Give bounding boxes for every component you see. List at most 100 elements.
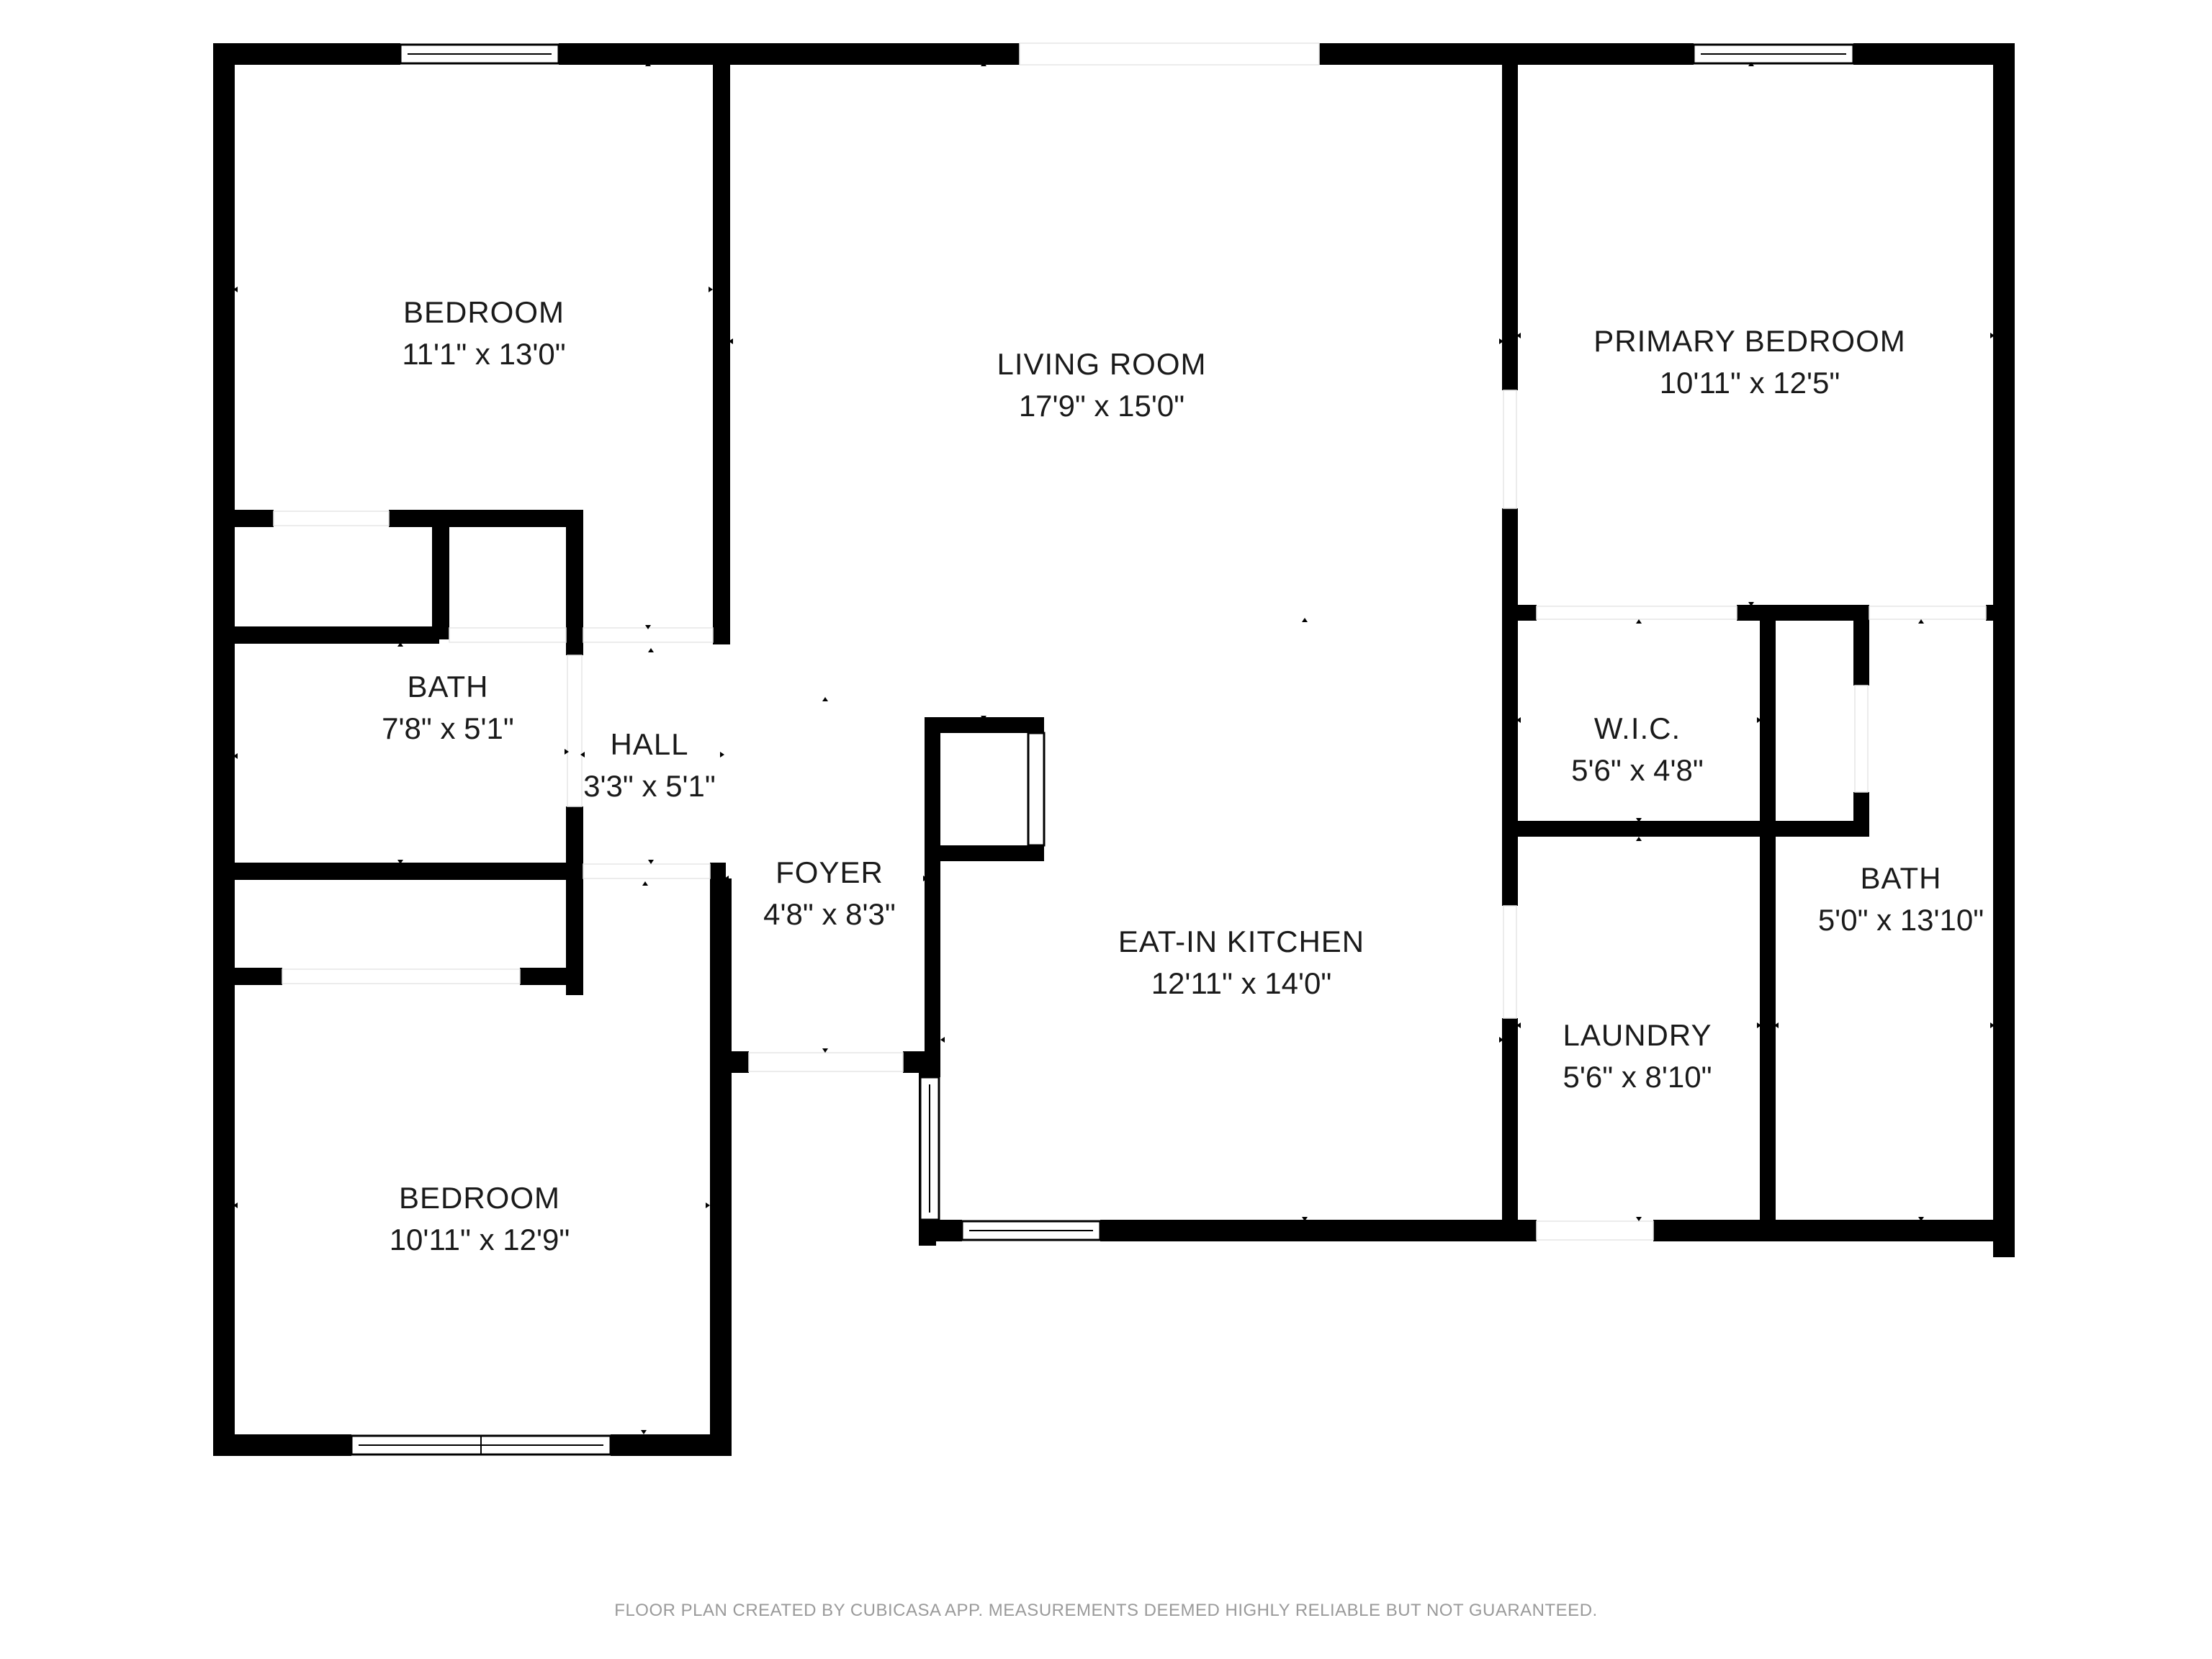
marker [233, 753, 238, 759]
dimension-markers [233, 62, 1995, 1434]
wall-closet-divider [432, 510, 449, 639]
wall-bath2-inner [1853, 605, 1869, 685]
marker [1499, 338, 1503, 344]
wall-bath1-right-lower [566, 806, 583, 995]
room-dimensions: 10'11" x 12'9" [390, 1223, 570, 1256]
doorway-closet2 [282, 968, 521, 984]
wall-closet-top-a [223, 510, 274, 527]
wall-bath2-top-right [1986, 605, 2015, 621]
wall-top-mid-left [559, 43, 1020, 65]
marker [1499, 1037, 1503, 1043]
room-name: BEDROOM [399, 1181, 560, 1215]
room-dimensions: 5'6" x 8'10" [1563, 1060, 1712, 1094]
marker [724, 876, 729, 881]
room-hall: HALL 3'3" x 5'1" [583, 727, 716, 803]
room-wic: W.I.C. 5'6" x 4'8" [1571, 711, 1704, 787]
room-name: BATH [408, 670, 489, 703]
marker [822, 697, 828, 701]
room-primary-bedroom: PRIMARY BEDROOM 10'11" x 12'5" [1593, 324, 1905, 400]
room-dimensions: 3'3" x 5'1" [583, 769, 716, 803]
doorway-bath2-side [1854, 685, 1869, 793]
room-dimensions: 4'8" x 8'3" [763, 897, 896, 931]
doorway-hall-left [567, 655, 583, 807]
room-name: BEDROOM [403, 295, 565, 329]
marker [397, 642, 403, 647]
marker [1757, 717, 1761, 723]
doorway-laundry [1503, 905, 1517, 1019]
wall-wic-right [1760, 605, 1776, 1241]
doorway-front [1019, 42, 1320, 66]
marker [923, 876, 927, 881]
marker [648, 860, 654, 864]
wall-foyer-bottom-left [720, 1051, 749, 1073]
doorways [273, 42, 1987, 1241]
wall-pantry-top [925, 717, 1044, 733]
marker [729, 338, 733, 344]
room-dimensions: 11'1" x 13'0" [402, 337, 565, 371]
wall-bath1-top [223, 626, 439, 644]
room-labels: BEDROOM 11'1" x 13'0" LIVING ROOM 17'9" … [382, 295, 1984, 1256]
room-name: LIVING ROOM [997, 347, 1206, 381]
window-kitchen-left [919, 1076, 940, 1221]
room-living-room: LIVING ROOM 17'9" x 15'0" [997, 347, 1206, 423]
marker [233, 287, 238, 292]
marker [981, 62, 986, 66]
room-dimensions: 17'9" x 15'0" [1019, 389, 1184, 423]
room-bedroom-2: BEDROOM 10'11" x 12'9" [390, 1181, 570, 1256]
marker [580, 752, 585, 757]
wall-primary-left-lower [1502, 508, 1518, 906]
wall-kitchen-bottom-c [1653, 1220, 2015, 1241]
room-dimensions: 7'8" x 5'1" [382, 711, 514, 745]
marker [645, 625, 651, 629]
marker [642, 881, 648, 886]
doorway-bath1 [449, 627, 567, 643]
marker [645, 62, 651, 66]
marker [1516, 333, 1521, 338]
room-name: HALL [610, 727, 688, 761]
marker [1918, 619, 1924, 624]
room-name: EAT-IN KITCHEN [1118, 925, 1364, 958]
window-bedroom2-bottom [350, 1434, 612, 1456]
room-name: W.I.C. [1594, 711, 1681, 745]
marker [565, 749, 569, 755]
marker [1990, 1022, 1995, 1028]
doorway-laundry-bottom [1536, 1220, 1654, 1241]
doorway-hall-top [583, 627, 714, 643]
room-bath-1: BATH 7'8" x 5'1" [382, 670, 514, 745]
marker [981, 716, 986, 720]
disclaimer-footer: FLOOR PLAN CREATED BY CUBICASA APP. MEAS… [614, 1601, 1597, 1620]
marker [1516, 717, 1521, 723]
wall-left-outer [213, 43, 235, 1455]
room-name: FOYER [775, 855, 884, 889]
room-name: BATH [1861, 861, 1942, 895]
marker [1774, 1022, 1779, 1028]
wall-pantry-bottom [925, 845, 1044, 861]
marker [720, 752, 724, 757]
wall-bedroom1-right [713, 58, 730, 644]
wall-wic-top-b [1737, 605, 1869, 621]
wall-right-outer [1993, 43, 2015, 1257]
windows [350, 43, 1855, 1456]
doorway-wic [1536, 606, 1737, 620]
marker [940, 1037, 945, 1043]
wall-primary-left-upper [1502, 58, 1518, 390]
wall-closet2-top-b [520, 968, 583, 985]
wall-kitchen-bottom-a [919, 1220, 962, 1241]
marker [709, 287, 713, 292]
marker [397, 860, 403, 864]
window-kitchen-bottom [961, 1220, 1102, 1241]
wall-bath1-bottom [223, 863, 583, 880]
window-pantry [1027, 732, 1046, 847]
marker [1636, 837, 1642, 841]
wall-laundry-left [1502, 1018, 1518, 1241]
marker [1990, 333, 1995, 338]
marker [1748, 602, 1754, 606]
doorway-primary [1503, 390, 1517, 509]
wall-bottom-left-a [213, 1434, 351, 1456]
window-primary-top [1692, 43, 1855, 65]
marker [233, 1202, 238, 1208]
wall-wic-top-a [1505, 605, 1537, 621]
doorway-closet1 [273, 511, 390, 526]
room-dimensions: 5'0" x 13'10" [1818, 903, 1984, 937]
